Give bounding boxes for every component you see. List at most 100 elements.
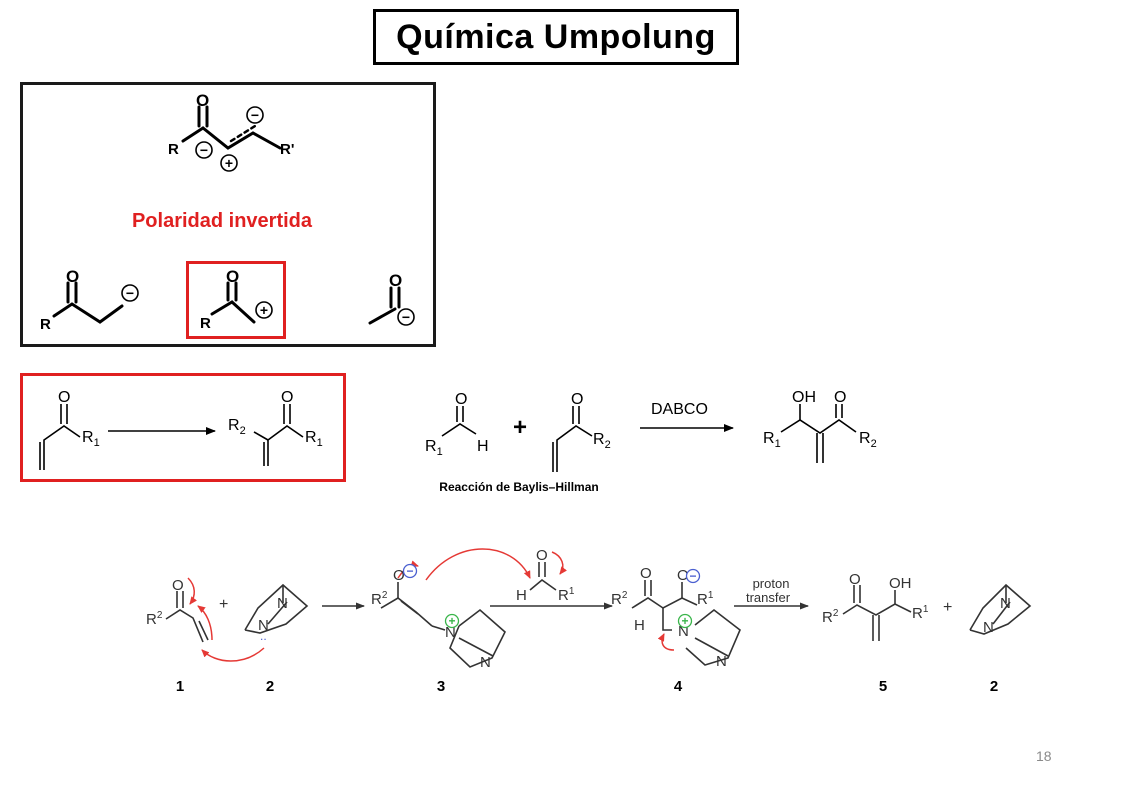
oxygen-label: O bbox=[281, 389, 293, 406]
page-number: 18 bbox=[1036, 748, 1052, 764]
svg-text:R2: R2 bbox=[593, 431, 611, 451]
acyl-anion-charge-sign: − bbox=[402, 309, 410, 325]
ammonium-charge-sign: + bbox=[681, 614, 688, 628]
ammonium-charge-sign: + bbox=[448, 614, 455, 628]
lone-pair-label: .. bbox=[260, 629, 267, 643]
svg-text:R1: R1 bbox=[82, 429, 100, 449]
mechanism-atom-labels: O R2 N N .. O R2 N N O H R1 O O R2 R1 H … bbox=[146, 547, 1011, 671]
nitrogen-label: N bbox=[445, 624, 456, 641]
mechanism-charges bbox=[402, 563, 701, 629]
slide-title: Química Umpolung bbox=[396, 17, 716, 56]
polarity-top-structure bbox=[181, 105, 282, 150]
alkoxide-charge-sign: − bbox=[689, 569, 696, 583]
r1-label: R bbox=[558, 587, 569, 604]
r2-superscript: 2 bbox=[157, 610, 163, 621]
compound-number: 5 bbox=[879, 678, 887, 695]
svg-text:R1: R1 bbox=[912, 604, 929, 622]
ammonium-positive-charge-icon bbox=[444, 613, 460, 629]
oxygen-label: O bbox=[455, 391, 467, 408]
polarity-top-labels: O R R' bbox=[168, 91, 294, 158]
r1-subscript: 1 bbox=[94, 437, 100, 449]
oxygen-label: O bbox=[58, 389, 70, 406]
r2-label: R bbox=[593, 431, 605, 448]
carbanion-charge-sign: − bbox=[126, 285, 134, 301]
r1-subscript: 1 bbox=[317, 437, 323, 449]
r1-superscript: 1 bbox=[923, 604, 929, 615]
nitrogen-label: N bbox=[480, 654, 491, 671]
r2-superscript: 2 bbox=[622, 590, 628, 601]
acyl-cation-charge-icon bbox=[255, 301, 273, 319]
alpha-charge-sign: − bbox=[200, 142, 208, 158]
polarity-bottom-bonds bbox=[52, 281, 401, 325]
hydrogen-label: H bbox=[516, 587, 527, 604]
mechanism-plus-sign: + bbox=[943, 599, 952, 616]
electron-arrow-nitrogen-attack bbox=[201, 647, 265, 662]
r1-superscript: 1 bbox=[708, 590, 714, 601]
nitrogen-label: N bbox=[716, 653, 727, 670]
oxygen-label: O bbox=[677, 567, 689, 584]
electron-arrow-carbonyl bbox=[187, 577, 197, 605]
enolate-negative-charge-icon bbox=[402, 563, 418, 579]
r2-superscript: 2 bbox=[382, 590, 388, 601]
polarity-bottom-labels: O R O R O bbox=[40, 267, 402, 333]
baylis-hillman-caption: Reacción de Baylis–Hillman bbox=[439, 480, 598, 494]
electron-arrow-alkene bbox=[197, 605, 213, 641]
polarity-top-charges bbox=[195, 106, 264, 172]
svg-text:R1: R1 bbox=[697, 590, 714, 608]
gamma-negative-charge-icon bbox=[246, 106, 264, 124]
acrylate-box-frame bbox=[20, 373, 346, 482]
oxygen-label: O bbox=[226, 267, 239, 286]
r1-label: R bbox=[305, 429, 317, 446]
r-prime-label: R' bbox=[280, 141, 294, 158]
compound-number: 2 bbox=[990, 678, 998, 695]
r-label: R bbox=[40, 316, 51, 333]
oxygen-label: O bbox=[389, 271, 402, 290]
polarity-box-frame bbox=[20, 82, 436, 347]
compound-number: 4 bbox=[674, 678, 683, 695]
alpha-negative-charge-icon bbox=[195, 141, 213, 159]
svg-text:R1: R1 bbox=[305, 429, 323, 449]
beta-charge-sign: + bbox=[225, 155, 233, 171]
electron-arrow-elimination bbox=[657, 633, 675, 651]
oxygen-label: O bbox=[393, 567, 405, 584]
catalyst-label: DABCO bbox=[651, 401, 708, 418]
hydrogen-label: H bbox=[477, 438, 489, 455]
gamma-charge-sign: − bbox=[251, 107, 259, 123]
oxygen-label: O bbox=[536, 547, 548, 564]
hydroxyl-label: OH bbox=[889, 575, 912, 592]
curved-electron-arrows bbox=[187, 548, 675, 662]
svg-text:R2: R2 bbox=[146, 610, 163, 628]
svg-text:R2: R2 bbox=[822, 608, 839, 626]
hydrogen-label: H bbox=[634, 617, 645, 634]
baylis-hillman-labels: O H R1 O R2 DABCO OH O R1 R2 bbox=[425, 389, 877, 458]
r2-label: R bbox=[822, 609, 833, 626]
r1-label: R bbox=[912, 605, 923, 622]
r-label: R bbox=[200, 315, 211, 332]
electron-arrow-aldol-attack bbox=[425, 548, 531, 581]
carbanion-charge-icon bbox=[121, 284, 139, 302]
acrylate-bonds bbox=[39, 404, 304, 470]
inverted-polarity-heading: Polaridad invertida bbox=[132, 210, 313, 232]
svg-text:R1: R1 bbox=[763, 430, 781, 450]
proton-transfer-label: proton transfer bbox=[746, 576, 791, 605]
compound-number: 3 bbox=[437, 678, 445, 695]
proton-transfer-label-line-2: transfer bbox=[746, 590, 791, 605]
nitrogen-label: N bbox=[1000, 595, 1011, 612]
baylis-hillman-bonds bbox=[441, 404, 857, 472]
r2-label: R bbox=[371, 591, 382, 608]
compound-number: 2 bbox=[266, 678, 274, 695]
electron-arrow-aldehyde-carbonyl bbox=[551, 551, 567, 575]
hydroxyl-label: OH bbox=[792, 389, 816, 406]
beta-positive-charge-icon bbox=[220, 154, 238, 172]
r1-subscript: 1 bbox=[437, 446, 443, 458]
nitrogen-label: N bbox=[277, 595, 288, 612]
ammonium-positive-charge-icon bbox=[677, 613, 693, 629]
nitrogen-label: N bbox=[258, 617, 269, 634]
svg-text:R2: R2 bbox=[611, 590, 628, 608]
proton-transfer-label-line-1: proton bbox=[753, 576, 790, 591]
svg-text:R1: R1 bbox=[425, 438, 443, 458]
compound-number: 1 bbox=[176, 678, 184, 695]
r2-label: R bbox=[859, 430, 871, 447]
mechanism-bonds bbox=[165, 562, 1032, 668]
